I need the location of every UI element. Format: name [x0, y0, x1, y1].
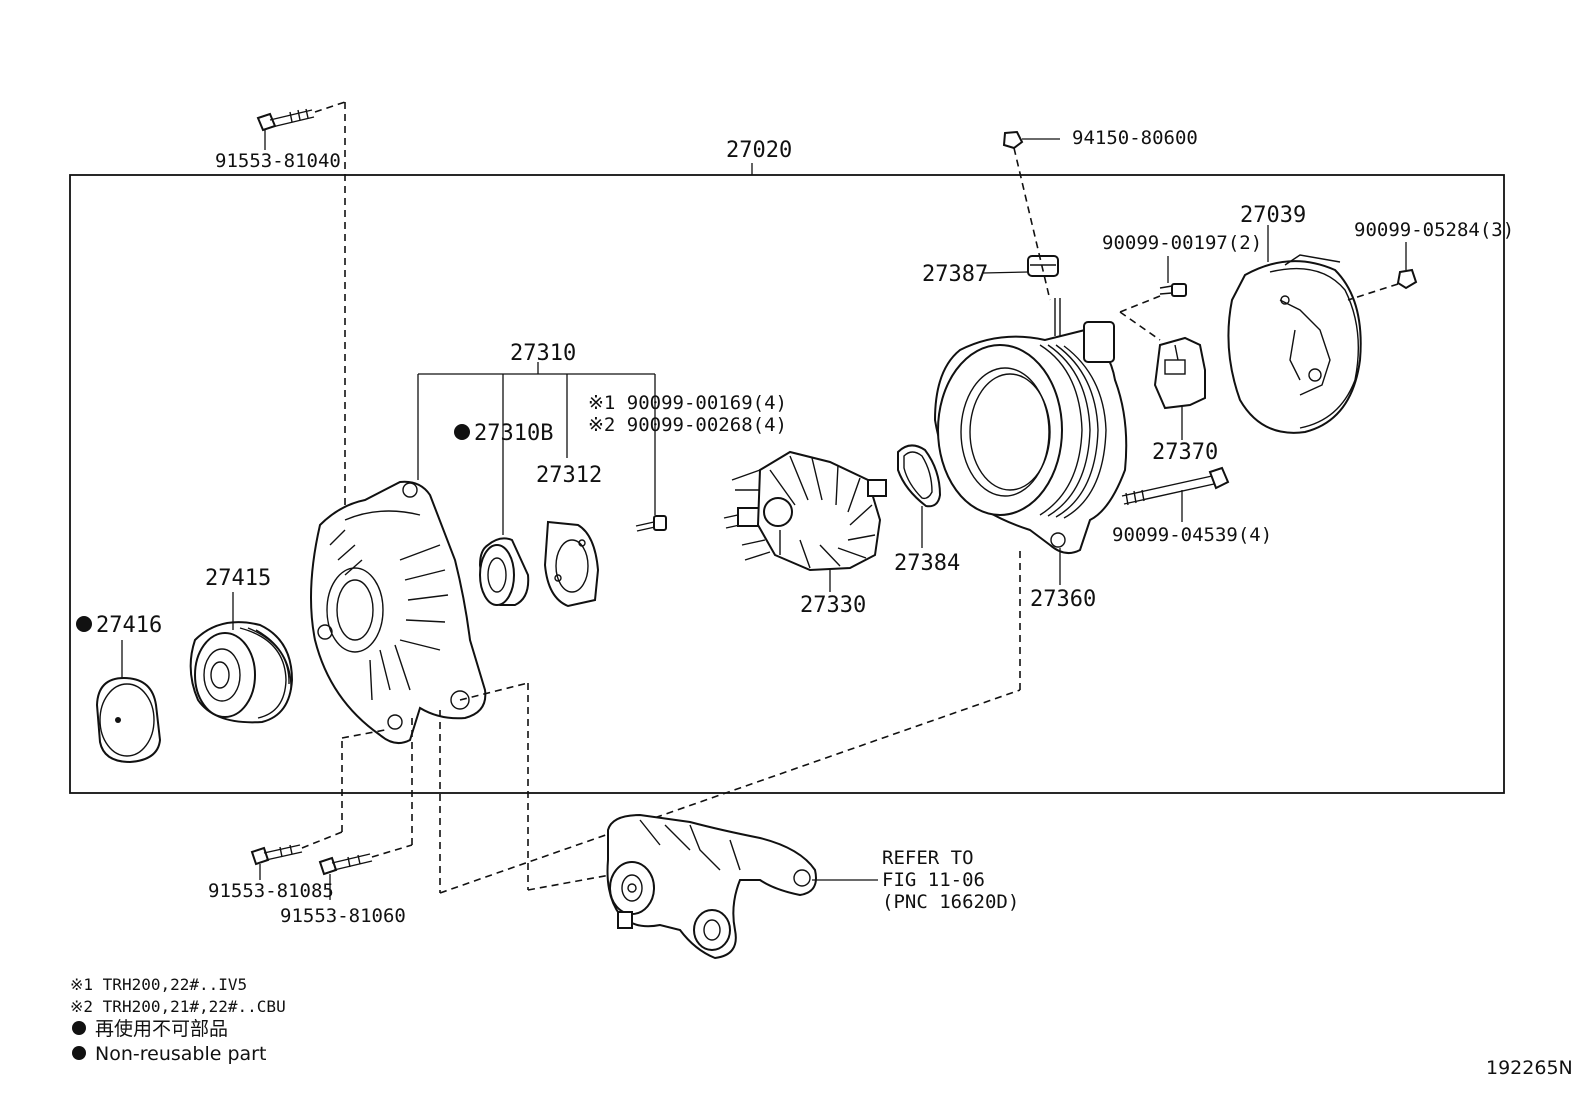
- retainer-27312: [543, 520, 600, 608]
- label-frame-kit: 27310: [510, 341, 576, 366]
- label-bolt-reg: 90099-00197(2): [1102, 232, 1262, 254]
- through-bolt-90099-04539: [1121, 466, 1230, 506]
- label-cap: 27416: [96, 613, 162, 638]
- regulator-27370: [1153, 336, 1206, 410]
- label-insulator: 27387: [922, 262, 988, 287]
- bolt-91553-81040: [256, 108, 315, 132]
- rear-cover-27039: [1227, 254, 1362, 434]
- nonreusable-dot-icon: [76, 616, 92, 632]
- label-nut-cover: 90099-05284(3): [1354, 219, 1514, 241]
- label-drive-frame: 27360: [1030, 587, 1096, 612]
- label-regulator: 27370: [1152, 440, 1218, 465]
- screw-90099: [635, 515, 667, 532]
- label-bolt-b1: 91553-81085: [208, 880, 334, 902]
- label-bearing: 27310B: [474, 421, 553, 446]
- label-refer-1: REFER TO: [882, 847, 974, 869]
- label-screw-note2: ※2 90099-00268(4): [588, 414, 787, 436]
- nut-90099-05284: [1396, 268, 1418, 290]
- gasket-27384: [897, 444, 942, 508]
- label-retainer: 27312: [536, 463, 602, 488]
- assembly-number: 27020: [726, 138, 792, 163]
- label-refer-2: FIG 11-06: [882, 869, 985, 891]
- nonreusable-dot-icon: [454, 424, 470, 440]
- note-4: Non-reusable part: [95, 1043, 266, 1065]
- label-refer-3: (PNC 16620D): [882, 891, 1019, 913]
- note-2: ※2 TRH200,21#,22#..CBU: [70, 997, 286, 1016]
- label-bolt-b2: 91553-81060: [280, 905, 406, 927]
- mounting-bracket: [606, 813, 817, 960]
- nut-94150-80600: [1002, 130, 1024, 150]
- nonreusable-dot-icon: [72, 1046, 86, 1060]
- label-nut-top: 94150-80600: [1072, 127, 1198, 149]
- drive-frame-27360: [933, 298, 1128, 555]
- bearing-27310B: [478, 537, 530, 606]
- label-through-bolt: 90099-04539(4): [1112, 524, 1272, 546]
- insulator-27387: [1027, 255, 1059, 277]
- bolt-91553-81060: [318, 853, 373, 876]
- note-3: 再使用不可部品: [95, 1018, 228, 1040]
- label-screw-note1: ※1 90099-00169(4): [588, 392, 787, 414]
- label-gasket: 27384: [894, 551, 960, 576]
- nonreusable-dot-icon: [72, 1021, 86, 1035]
- cap-27416: [95, 676, 162, 764]
- rotor-27330: [723, 450, 887, 572]
- note-1: ※1 TRH200,22#..IV5: [70, 975, 247, 994]
- bolt-91553-81085: [250, 844, 303, 866]
- bolt-90099-00197: [1159, 283, 1187, 297]
- pulley-27415: [189, 621, 294, 724]
- figure-id: 192265N: [1486, 1057, 1573, 1079]
- label-rotor: 27330: [800, 593, 866, 618]
- assembly-frame: [69, 174, 1505, 794]
- label-bolt-top: 91553-81040: [215, 150, 341, 172]
- rear-frame-housing: [310, 480, 487, 745]
- label-pulley: 27415: [205, 566, 271, 591]
- label-cover: 27039: [1240, 203, 1306, 228]
